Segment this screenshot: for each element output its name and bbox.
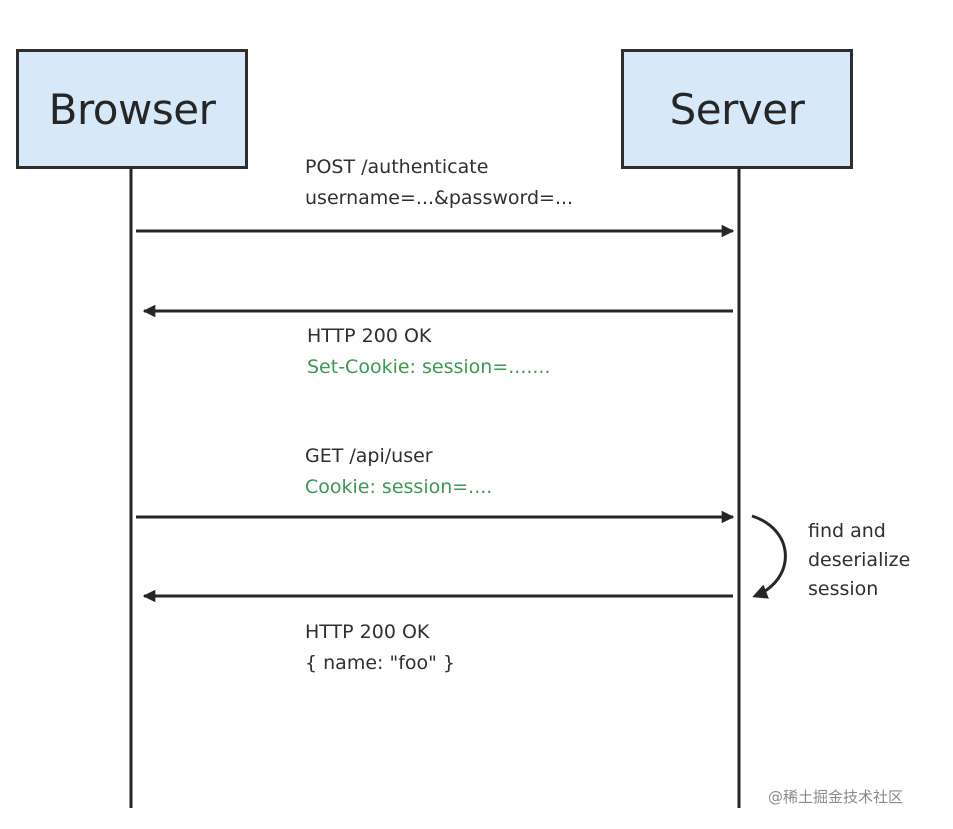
message-request-line: GET /api/user (305, 445, 433, 467)
message-user-response: HTTP 200 OK { name: "foo" } (305, 617, 455, 679)
message-request-line: POST /authenticate (305, 156, 489, 178)
message-post-authenticate: POST /authenticate username=...&password… (305, 152, 573, 214)
message-get-api-user: GET /api/user Cookie: session=.... (305, 441, 492, 503)
note-line: deserialize (808, 549, 911, 571)
message-auth-response: HTTP 200 OK Set-Cookie: session=....... (307, 321, 551, 383)
self-process-curved-arrow (751, 514, 787, 599)
message-response-body: { name: "foo" } (305, 652, 455, 674)
browser-actor-box: Browser (16, 49, 248, 169)
message-status-line: HTTP 200 OK (305, 621, 430, 643)
note-line: session (808, 578, 879, 600)
message-status-line: HTTP 200 OK (307, 325, 432, 347)
browser-actor-label: Browser (48, 84, 216, 134)
note-line: find and (808, 520, 886, 542)
message-set-cookie-header: Set-Cookie: session=....... (307, 356, 551, 378)
server-actor-label: Server (669, 84, 805, 134)
message-request-body: username=...&password=... (305, 187, 574, 209)
watermark: @稀土掘金技术社区 (768, 788, 904, 806)
message-cookie-header: Cookie: session=.... (305, 476, 493, 498)
server-actor-box: Server (621, 49, 853, 169)
server-process-note: find and deserialize session (808, 517, 910, 604)
